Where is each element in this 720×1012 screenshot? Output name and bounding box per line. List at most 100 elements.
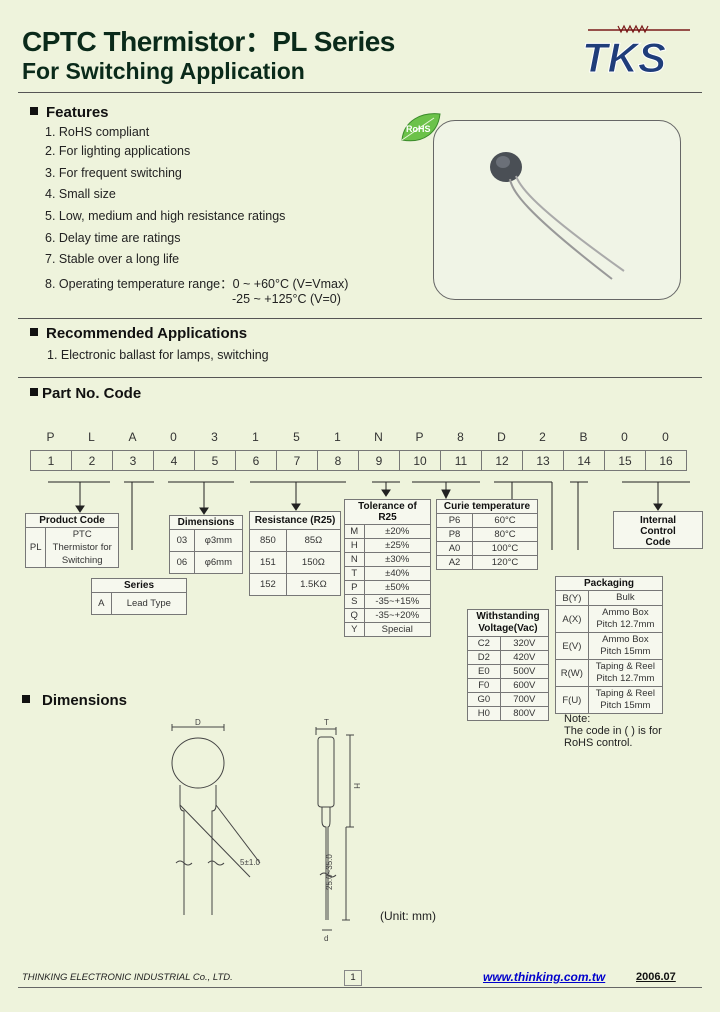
- partno-position: 10: [399, 450, 441, 471]
- page-title: CPTC Thermistor：PL Series: [22, 26, 395, 57]
- partno-letter: 1: [334, 430, 341, 444]
- internal-control-code-box: Internal Control Code: [613, 511, 703, 549]
- partno-letter: 0: [170, 430, 177, 444]
- partno-letter: D: [497, 430, 506, 444]
- feature-item: 5. Low, medium and high resistance ratin…: [45, 209, 286, 223]
- document-date: 2006.07: [636, 971, 676, 983]
- feature-item-continued: -25 ~ +125°C (V=0): [232, 292, 341, 306]
- table-row: Q-35~+20%: [344, 608, 431, 623]
- partno-letter: P: [46, 430, 55, 444]
- table-row: T±40%: [344, 566, 431, 581]
- applications-heading: Recommended Applications: [30, 325, 247, 342]
- partno-position: 7: [276, 450, 318, 471]
- partno-letter: 3: [211, 430, 218, 444]
- logo-text: TKS: [582, 34, 666, 78]
- tolerance-table: Tolerance of R25 M±20%H±25%N±30%T±40%P±5…: [344, 499, 431, 637]
- rohs-leaf-icon: RoHS: [398, 110, 444, 146]
- website-link[interactable]: www.thinking.com.tw: [483, 970, 606, 984]
- feature-item: 6. Delay time are ratings: [45, 231, 181, 245]
- partno-position: 1: [30, 450, 72, 471]
- divider: [18, 377, 702, 378]
- partno-letter: 2: [539, 430, 546, 444]
- label-H: H: [352, 783, 361, 789]
- product-code-title: Product Code: [25, 513, 119, 528]
- table-row: N±30%: [344, 552, 431, 567]
- partno-letter: N: [374, 430, 383, 444]
- dimension-drawing: D T H 5±1.0 25.0~35.0 d: [171, 718, 361, 943]
- partno-position: 16: [645, 450, 687, 471]
- partno-letter: 0: [621, 430, 628, 444]
- partno-position: 14: [563, 450, 605, 471]
- table-row: S-35~+15%: [344, 594, 431, 609]
- dimensions-heading: Dimensions: [22, 692, 127, 709]
- application-item: 1. Electronic ballast for lamps, switchi…: [47, 348, 269, 362]
- divider: [18, 318, 702, 319]
- footer-rule: [18, 987, 702, 988]
- feature-item: 2. For lighting applications: [45, 144, 191, 158]
- product-photo: [433, 120, 681, 300]
- company-name: THINKING ELECTRONIC INDUSTRIAL Co., LTD.: [22, 972, 233, 983]
- label-d: d: [324, 934, 328, 943]
- feature-item: 7. Stable over a long life: [45, 252, 180, 266]
- label-T: T: [324, 718, 329, 727]
- partno-position: 13: [522, 450, 564, 471]
- partno-heading: Part No. Code: [30, 385, 141, 402]
- table-row: P±50%: [344, 580, 431, 595]
- label-lead-length: 25.0~35.0: [325, 854, 334, 890]
- unit-label: (Unit: mm): [380, 909, 436, 923]
- page-subtitle: For Switching Application: [22, 58, 305, 84]
- svg-text:RoHS: RoHS: [406, 124, 431, 134]
- partno-position: 12: [481, 450, 523, 471]
- note: Note: The code in ( ) is for RoHS contro…: [564, 713, 662, 749]
- features-heading: Features: [30, 104, 109, 121]
- partno-letter: B: [579, 430, 588, 444]
- table-row: M±20%: [344, 524, 431, 539]
- feature-item: 1. RoHS compliant: [45, 125, 150, 139]
- partno-position: 4: [153, 450, 195, 471]
- partno-letter: 0: [662, 430, 669, 444]
- partno-letter: P: [415, 430, 424, 444]
- partno-position: 6: [235, 450, 277, 471]
- partno-position: 9: [358, 450, 400, 471]
- partno-letter: L: [88, 430, 95, 444]
- table-row: H±25%: [344, 538, 431, 553]
- page-number: 1: [344, 970, 362, 986]
- partno-letter: 5: [293, 430, 300, 444]
- label-D: D: [195, 718, 201, 727]
- partno-position: 5: [194, 450, 236, 471]
- partno-position: 11: [440, 450, 482, 471]
- partno-position: 15: [604, 450, 646, 471]
- label-pitch: 5±1.0: [240, 858, 261, 867]
- tks-logo: TKS: [578, 22, 698, 82]
- table-row: B(Y)Bulk: [555, 590, 664, 606]
- feature-item: 4. Small size: [45, 187, 116, 201]
- partno-position: 8: [317, 450, 359, 471]
- partno-letter: 8: [457, 430, 464, 444]
- feature-item: 3. For frequent switching: [45, 166, 182, 180]
- partno-letter: 1: [252, 430, 259, 444]
